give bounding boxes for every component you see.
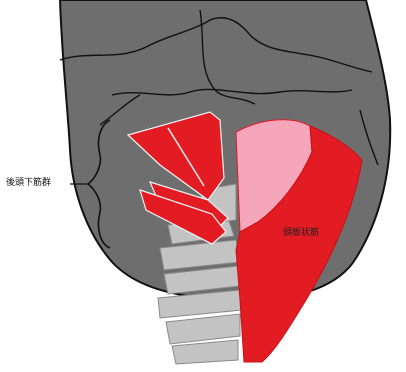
suboccipital-label: 後頭下筋群 (6, 175, 51, 188)
splenius-label: 頭板状筋 (283, 225, 319, 238)
